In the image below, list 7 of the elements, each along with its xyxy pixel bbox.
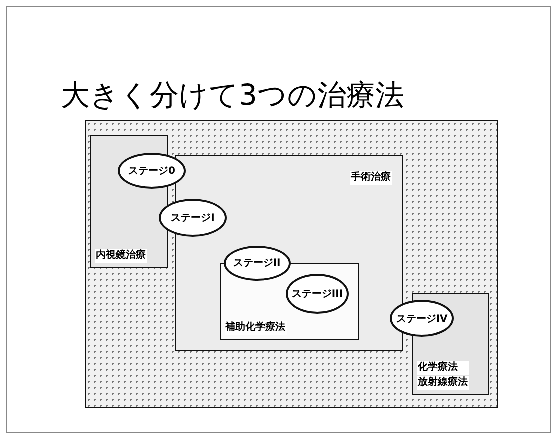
stage-ellipse: ステージIII — [286, 274, 349, 314]
treatment-label: 補助化学療法 — [224, 320, 286, 334]
treatment-label: 化学療法 — [417, 361, 469, 375]
stage-ellipse: ステージII — [224, 246, 290, 280]
treatment-label: 手術治療 — [350, 171, 392, 185]
treatment-label: 内視鏡治療 — [95, 249, 147, 263]
treatment-label: 放射線療法 — [417, 376, 469, 390]
